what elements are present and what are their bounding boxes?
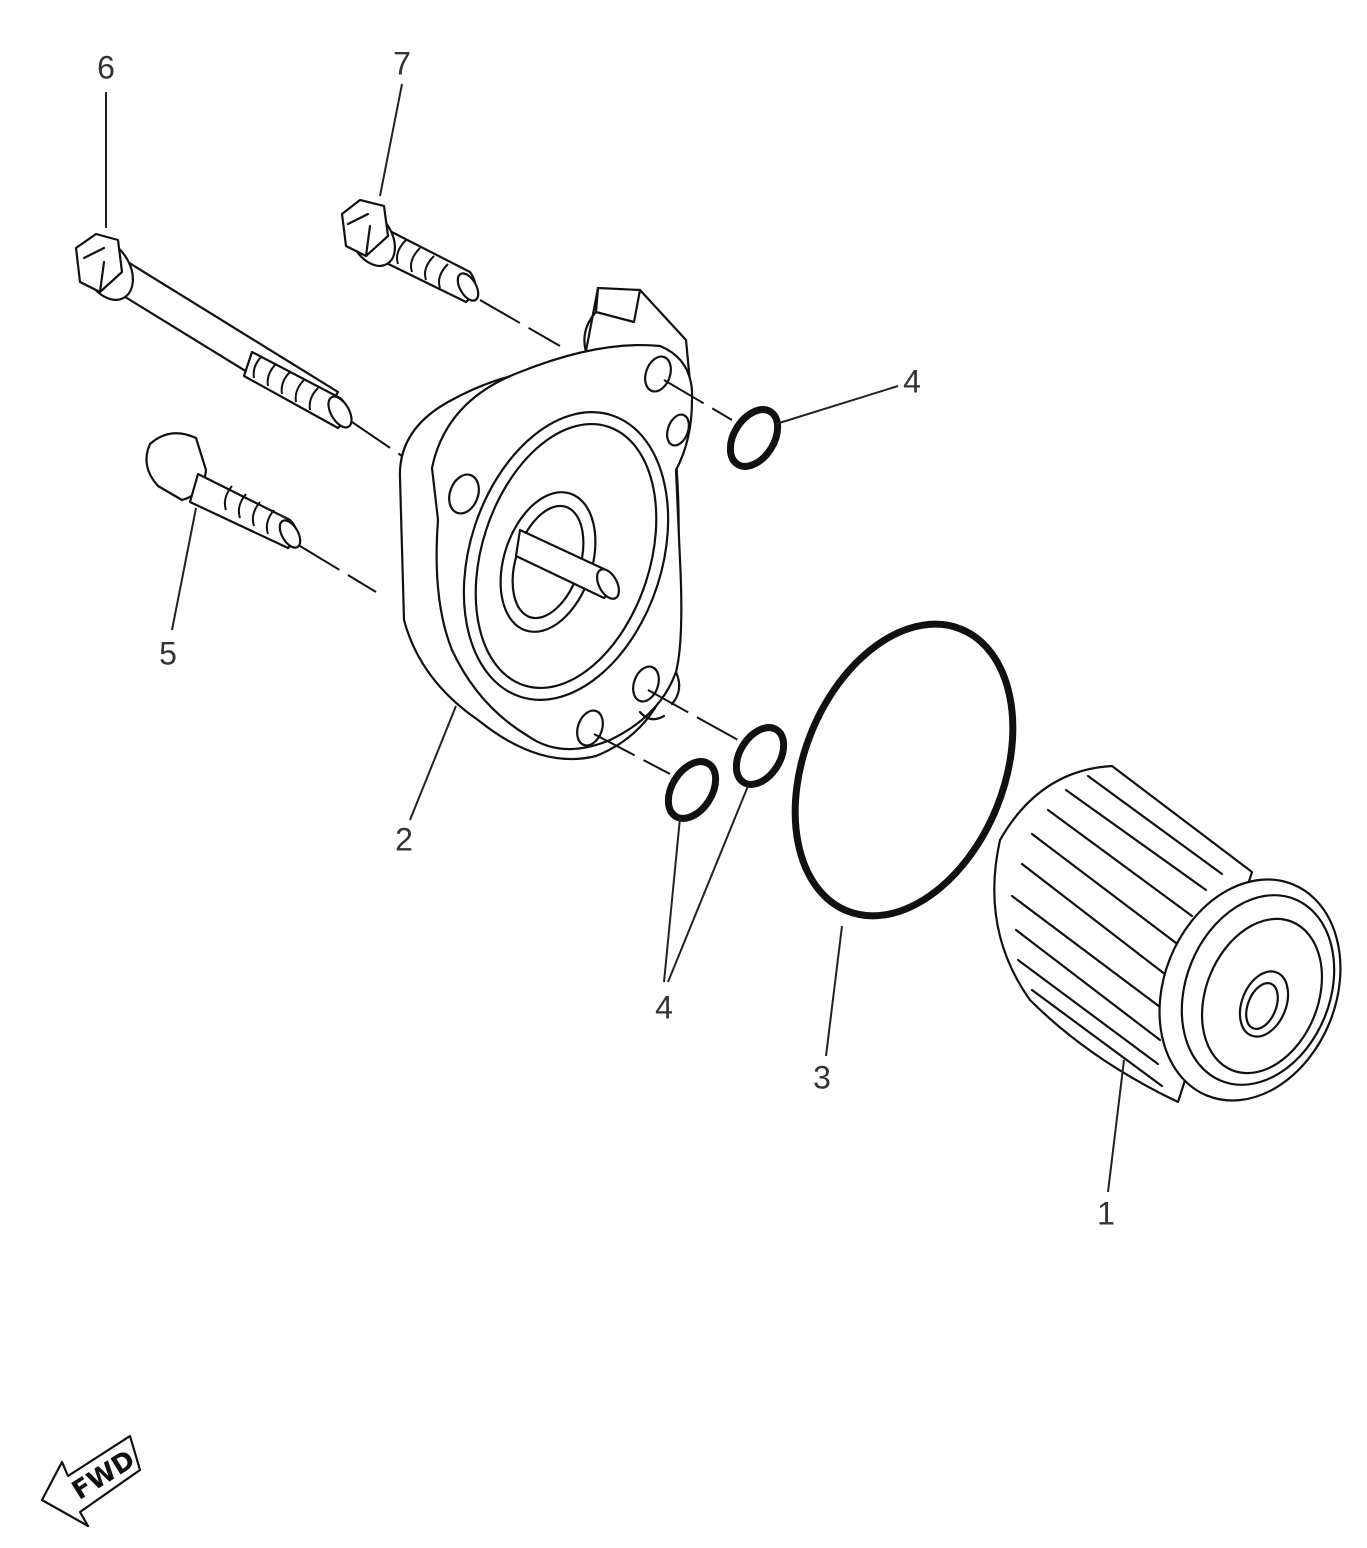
callout-1: 1 — [1097, 1195, 1115, 1231]
oil-filter-cartridge — [993, 764, 1342, 1104]
callout-7: 7 — [393, 45, 411, 81]
oil-filter-cover — [398, 286, 694, 761]
o-ring-large — [791, 620, 1017, 920]
assembly-guide-lines — [299, 299, 739, 775]
callout-3: 3 — [813, 1059, 831, 1095]
fwd-arrow-icon: FWD — [40, 1434, 142, 1528]
callout-2: 2 — [395, 821, 413, 857]
bolt-short-socket — [145, 432, 302, 550]
callout-leaders — [105, 83, 1125, 1193]
callout-4-bottom: 4 — [655, 989, 673, 1025]
callout-4-top: 4 — [903, 363, 921, 399]
callout-5: 5 — [159, 635, 177, 671]
callout-6: 6 — [97, 49, 115, 85]
bolt-flange-top — [340, 198, 480, 304]
o-ring-small-top — [726, 406, 782, 470]
o-ring-small-bottom — [664, 724, 788, 822]
bolt-long-flange — [74, 232, 353, 430]
